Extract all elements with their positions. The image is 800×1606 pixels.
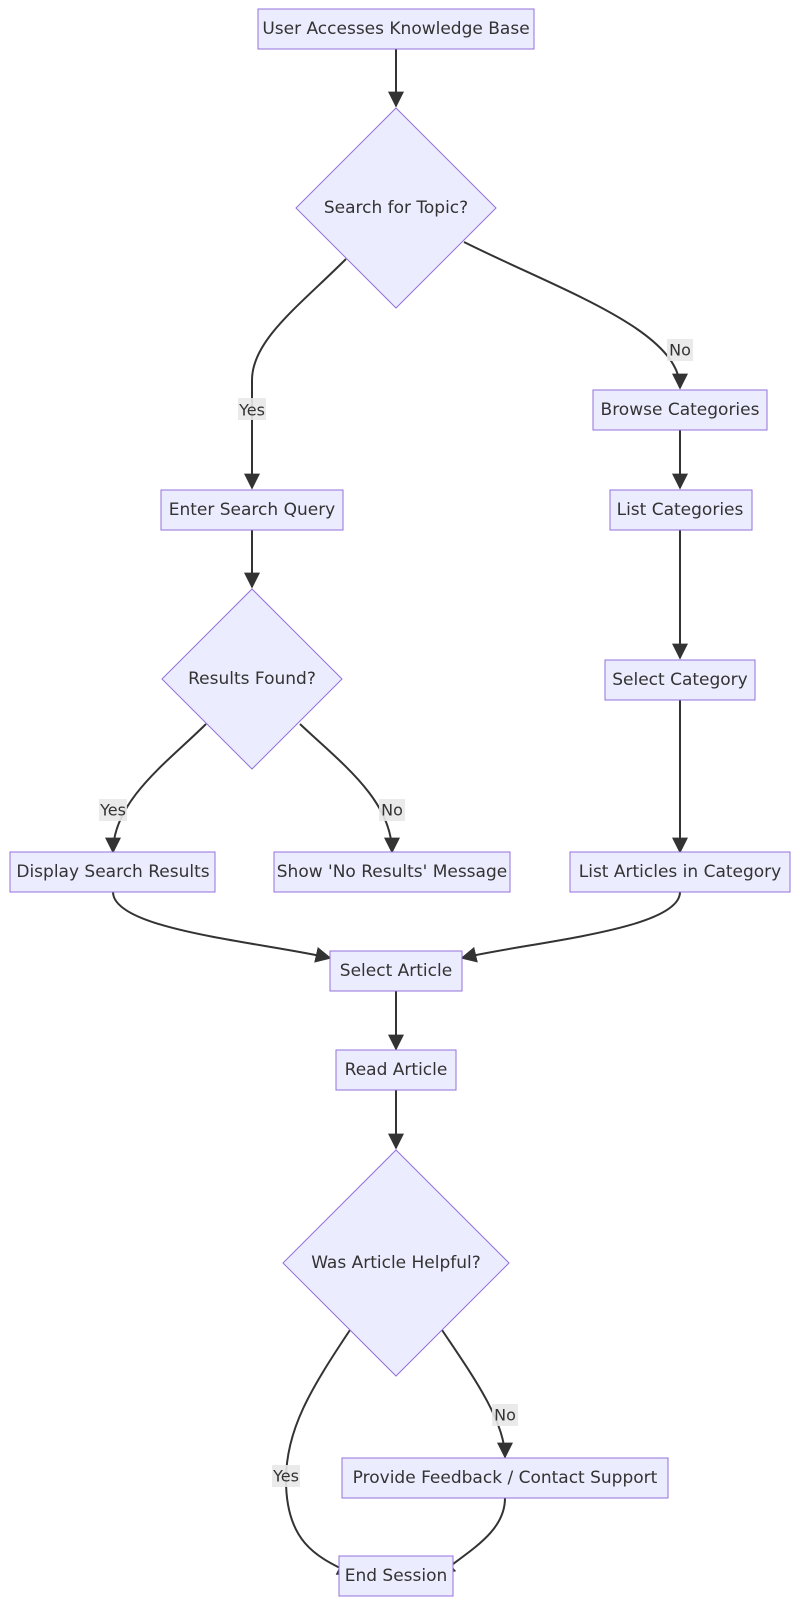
node-select-category: Select Category [604,659,756,701]
edge-search-no [463,241,688,390]
edge-search-yes [244,258,347,490]
node-list-articles-label: List Articles in Category [579,862,781,882]
edge-label-helpful-no: No [494,1406,516,1425]
node-enter-query-label: Enter Search Query [169,500,336,520]
node-select-category-label: Select Category [612,670,748,690]
node-results-decision-label: Results Found? [188,669,316,689]
edge-label-helpful-yes: Yes [272,1467,299,1486]
node-list-categories: List Categories [609,489,753,531]
node-helpful-decision-label: Was Article Helpful? [311,1253,481,1273]
node-no-results: Show 'No Results' Message [273,851,511,893]
node-start-label: User Accesses Knowledge Base [262,19,529,39]
node-results-decision: Results Found? [161,588,343,770]
edge-results-yes [105,723,207,854]
node-helpful-decision: Was Article Helpful? [282,1149,510,1377]
node-list-categories-label: List Categories [617,500,744,520]
node-feedback: Provide Feedback / Contact Support [341,1457,669,1499]
node-read-article: Read Article [335,1049,457,1091]
node-display-results-label: Display Search Results [16,862,209,882]
node-end: End Session [338,1555,454,1597]
node-display-results: Display Search Results [9,851,216,893]
edge-display-to-select-article [112,891,332,963]
node-end-label: End Session [345,1566,448,1586]
edge-labels: Yes No Yes No Yes No [99,339,693,1487]
node-enter-query: Enter Search Query [160,489,344,531]
edge-label-results-yes: Yes [99,801,126,820]
node-feedback-label: Provide Feedback / Contact Support [353,1468,658,1488]
edge-results-no [299,723,400,854]
edge-label-results-no: No [381,801,403,820]
edge-helpful-yes [284,1329,354,1575]
node-no-results-label: Show 'No Results' Message [277,862,507,882]
node-select-article-label: Select Article [340,961,452,981]
node-select-article: Select Article [329,950,463,992]
node-browse-categories-label: Browse Categories [601,400,760,420]
edge-label-search-yes: Yes [238,401,265,420]
node-list-articles: List Articles in Category [569,851,791,893]
edge-label-search-no: No [669,341,691,360]
node-read-article-label: Read Article [345,1060,448,1080]
edge-articles-to-select-article [460,891,681,963]
node-browse-categories: Browse Categories [592,389,768,431]
node-search-decision-label: Search for Topic? [324,198,468,218]
edge-helpful-no [441,1329,513,1459]
node-search-decision: Search for Topic? [295,107,497,309]
node-start: User Accesses Knowledge Base [257,8,535,50]
